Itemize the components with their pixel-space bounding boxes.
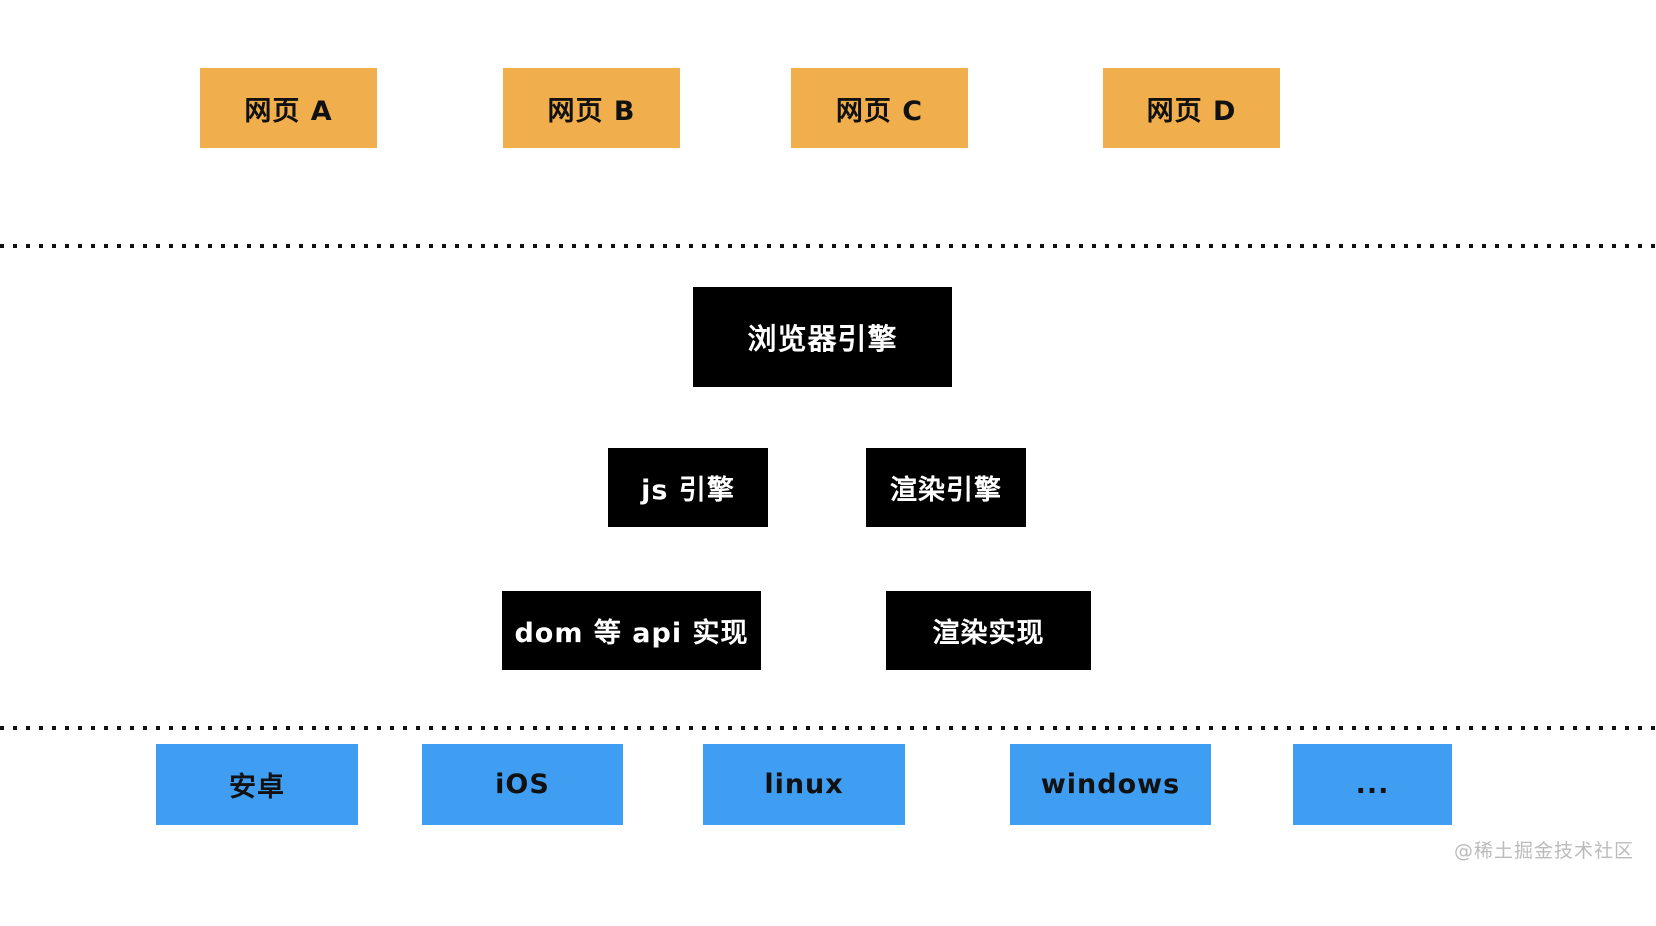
dom-api-implementation-label: dom 等 api 实现 xyxy=(514,618,749,649)
platform-linux-box: linux xyxy=(703,744,905,825)
render-engine-label: 渲染引擎 xyxy=(890,475,1002,506)
platform-ios-box: iOS xyxy=(422,744,623,825)
platform-more-label: ... xyxy=(1355,769,1390,800)
platform-android-box: 安卓 xyxy=(156,744,358,825)
webpage-a-label: 网页 A xyxy=(244,95,333,127)
webpage-c-label: 网页 C xyxy=(835,95,924,127)
platform-windows-box: windows xyxy=(1010,744,1211,825)
platform-more-box: ... xyxy=(1293,744,1452,825)
render-implementation-box: 渲染实现 xyxy=(886,591,1091,670)
bottom-dotted-separator xyxy=(0,726,1656,730)
platform-linux-label: linux xyxy=(764,769,844,800)
webpage-d-label: 网页 D xyxy=(1146,95,1237,127)
watermark-text: @稀土掘金技术社区 xyxy=(1453,840,1634,862)
browser-engine-box: 浏览器引擎 xyxy=(693,287,952,387)
platform-ios-label: iOS xyxy=(495,769,550,800)
webpage-a-box: 网页 A xyxy=(200,68,377,148)
platform-windows-label: windows xyxy=(1040,769,1181,800)
webpage-b-box: 网页 B xyxy=(503,68,680,148)
dom-api-implementation-box: dom 等 api 实现 xyxy=(502,591,761,670)
webpage-c-box: 网页 C xyxy=(791,68,968,148)
webpage-d-box: 网页 D xyxy=(1103,68,1280,148)
render-implementation-label: 渲染实现 xyxy=(932,618,1045,649)
top-dotted-separator xyxy=(0,244,1656,248)
js-engine-label: js 引擎 xyxy=(641,475,735,506)
browser-engine-label: 浏览器引擎 xyxy=(747,322,898,356)
js-engine-box: js 引擎 xyxy=(608,448,768,527)
platform-android-label: 安卓 xyxy=(229,772,285,803)
render-engine-box: 渲染引擎 xyxy=(866,448,1026,527)
webpage-b-label: 网页 B xyxy=(547,95,636,127)
